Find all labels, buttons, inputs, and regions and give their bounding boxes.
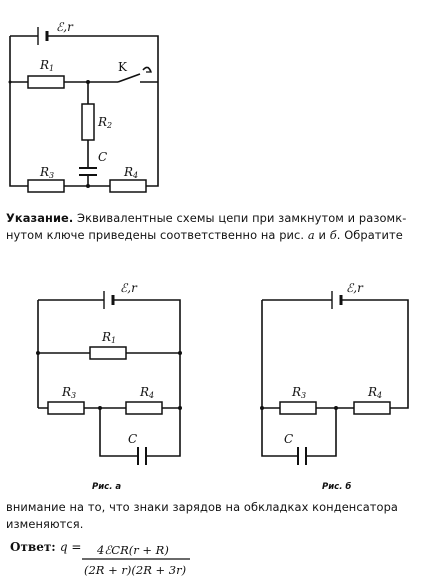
resistor-r4 <box>353 401 391 415</box>
r2-label: R2 <box>97 115 112 130</box>
emf-label: ℰ,r <box>120 281 138 295</box>
hint-line-1: Указание. Эквивалентные схемы цепи при з… <box>6 210 438 227</box>
continuation-paragraph: внимание на то, что знаки зарядов на обк… <box>6 499 438 533</box>
hint-line-1-text: Эквивалентные схемы цепи при замкнутом и… <box>73 211 407 225</box>
hint-fig-b-ref: б <box>329 228 337 242</box>
emf-label: ℰ,r <box>56 20 74 34</box>
figure-a-diagram: ℰ,r R1 R3 R4 C Рис. а <box>36 281 182 492</box>
emf-label: ℰ,r <box>346 281 364 295</box>
r1-label: R1 <box>39 58 54 73</box>
junction-dot <box>178 351 182 355</box>
switch-arrow-head <box>146 66 153 73</box>
switch-label: K <box>118 60 128 74</box>
continuation-line-2: изменяются. <box>6 517 84 531</box>
main-circuit-wires <box>9 35 159 187</box>
switch-blade <box>117 73 141 83</box>
hint-line-2: нутом ключе приведены соответственно на … <box>6 227 438 244</box>
r1-label: R1 <box>101 330 116 345</box>
r4-label: R4 <box>367 385 382 400</box>
r3-label: R3 <box>61 385 76 400</box>
r3-label: R3 <box>39 165 54 180</box>
hint-line-2-end: . Обратите <box>336 228 403 242</box>
hint-fig-a-ref: а <box>307 228 315 242</box>
hint-and: и <box>314 228 330 242</box>
answer-denominator: (2R + r)(2R + 3r) <box>84 563 186 577</box>
junction-dot <box>8 80 12 84</box>
fig-b-capacitor-wire <box>261 408 337 457</box>
figure-b-caption: Рис. б <box>322 481 351 492</box>
resistor-r1 <box>89 346 127 360</box>
figure-b-diagram: ℰ,r R3 R4 C Рис. б <box>260 281 409 492</box>
resistor-r4 <box>109 179 147 193</box>
hint-line-2-text: нутом ключе приведены соответственно на … <box>6 228 308 242</box>
answer-lhs: q = <box>59 540 82 554</box>
resistor-r4 <box>125 401 163 415</box>
answer-label: Ответ: <box>10 540 56 554</box>
junction-dot <box>86 184 90 188</box>
figure-a-caption: Рис. а <box>92 482 121 492</box>
fig-a-capacitor-wire <box>99 408 181 457</box>
answer-block: Ответ: q = <box>10 540 81 554</box>
resistor-r2 <box>81 103 95 141</box>
continuation-line-1: внимание на то, что знаки зарядов на обк… <box>6 500 399 514</box>
hint-paragraph: Указание. Эквивалентные схемы цепи при з… <box>6 210 438 244</box>
main-circuit-diagram: ℰ,r R1 K R2 C R3 R4 <box>8 20 159 193</box>
r3-label: R3 <box>291 385 306 400</box>
resistor-r3 <box>279 401 317 415</box>
capacitor-label: C <box>128 432 137 446</box>
capacitor-label: C <box>284 432 293 446</box>
capacitor-label: C <box>98 150 107 164</box>
resistor-r3 <box>27 179 65 193</box>
r4-label: R4 <box>123 165 138 180</box>
resistor-r1 <box>27 75 65 89</box>
hint-bold-label: Указание. <box>6 211 74 225</box>
junction-dot <box>36 351 40 355</box>
fig-b-outer-wires <box>261 299 409 409</box>
r4-label: R4 <box>139 385 154 400</box>
answer-numerator: 4ℰCR(r + R) <box>96 543 169 557</box>
resistor-r3 <box>47 401 85 415</box>
